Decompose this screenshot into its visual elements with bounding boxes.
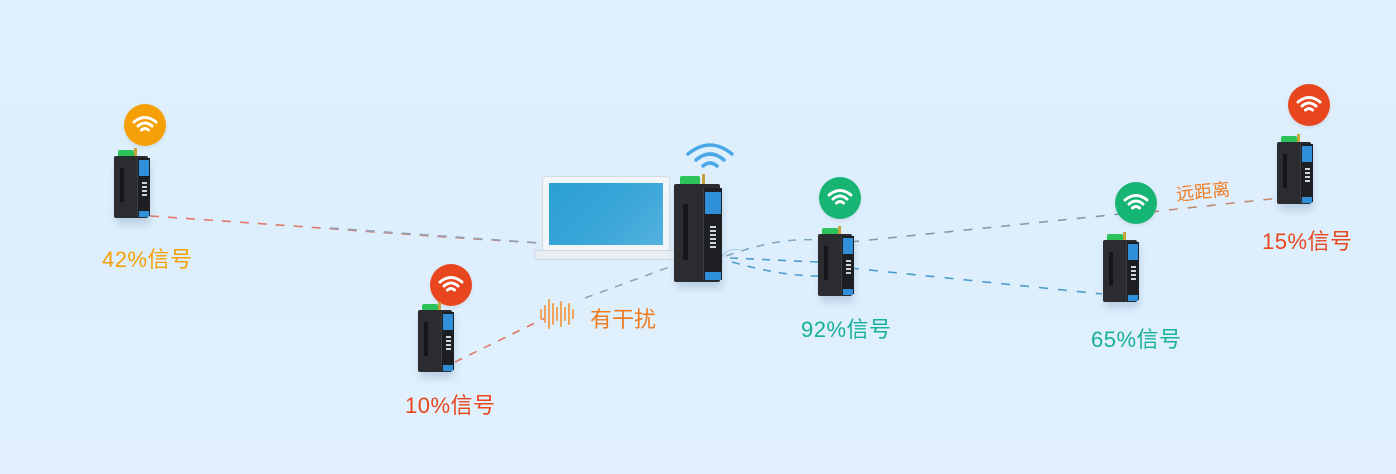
- gateway-device-icon: [818, 226, 854, 298]
- laptop-icon: [534, 176, 678, 260]
- wifi-broadcast-icon: [686, 143, 734, 168]
- signal-label: 10%信号: [405, 393, 496, 418]
- gateway-device-icon: [1277, 134, 1313, 206]
- wifi-icon: [1288, 84, 1330, 126]
- wifi-icon: [1115, 182, 1157, 224]
- main-gateway-icon: [674, 174, 722, 284]
- gateway-device-icon: [418, 302, 454, 374]
- signal-label: 15%信号: [1262, 229, 1353, 254]
- sound-wave-icon: [540, 299, 574, 329]
- wifi-icon: [430, 264, 472, 306]
- signal-label: 65%信号: [1091, 327, 1182, 352]
- wifi-icon: [819, 177, 861, 219]
- signal-label: 42%信号: [102, 247, 193, 272]
- gateway-device-icon: [114, 148, 150, 220]
- signal-label: 92%信号: [801, 317, 892, 342]
- interference-annotation: 有干扰: [538, 294, 656, 339]
- wifi-icon: [124, 104, 166, 146]
- gateway-device-icon: [1103, 232, 1139, 304]
- interference-label: 有干扰: [590, 307, 657, 332]
